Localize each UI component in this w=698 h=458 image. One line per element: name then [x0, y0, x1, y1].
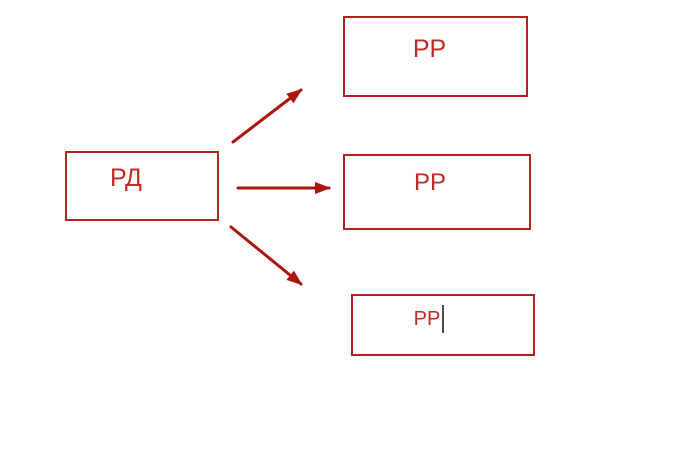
connector-arrow-to-top[interactable]	[231, 88, 303, 144]
node-target-bottom-box[interactable]: РР	[351, 294, 535, 356]
node-target-middle-box[interactable]: РР	[343, 154, 531, 230]
node-source-label: РД	[110, 163, 142, 192]
node-target-top-box[interactable]: РР	[343, 16, 528, 97]
connector-arrow-to-bottom[interactable]	[229, 225, 303, 286]
node-source-box[interactable]: РД	[65, 151, 219, 221]
node-target-top-label: РР	[412, 35, 447, 63]
text-caret	[442, 305, 445, 333]
node-target-bottom-label: РР	[413, 307, 441, 330]
node-target-middle-label: РР	[413, 169, 446, 196]
